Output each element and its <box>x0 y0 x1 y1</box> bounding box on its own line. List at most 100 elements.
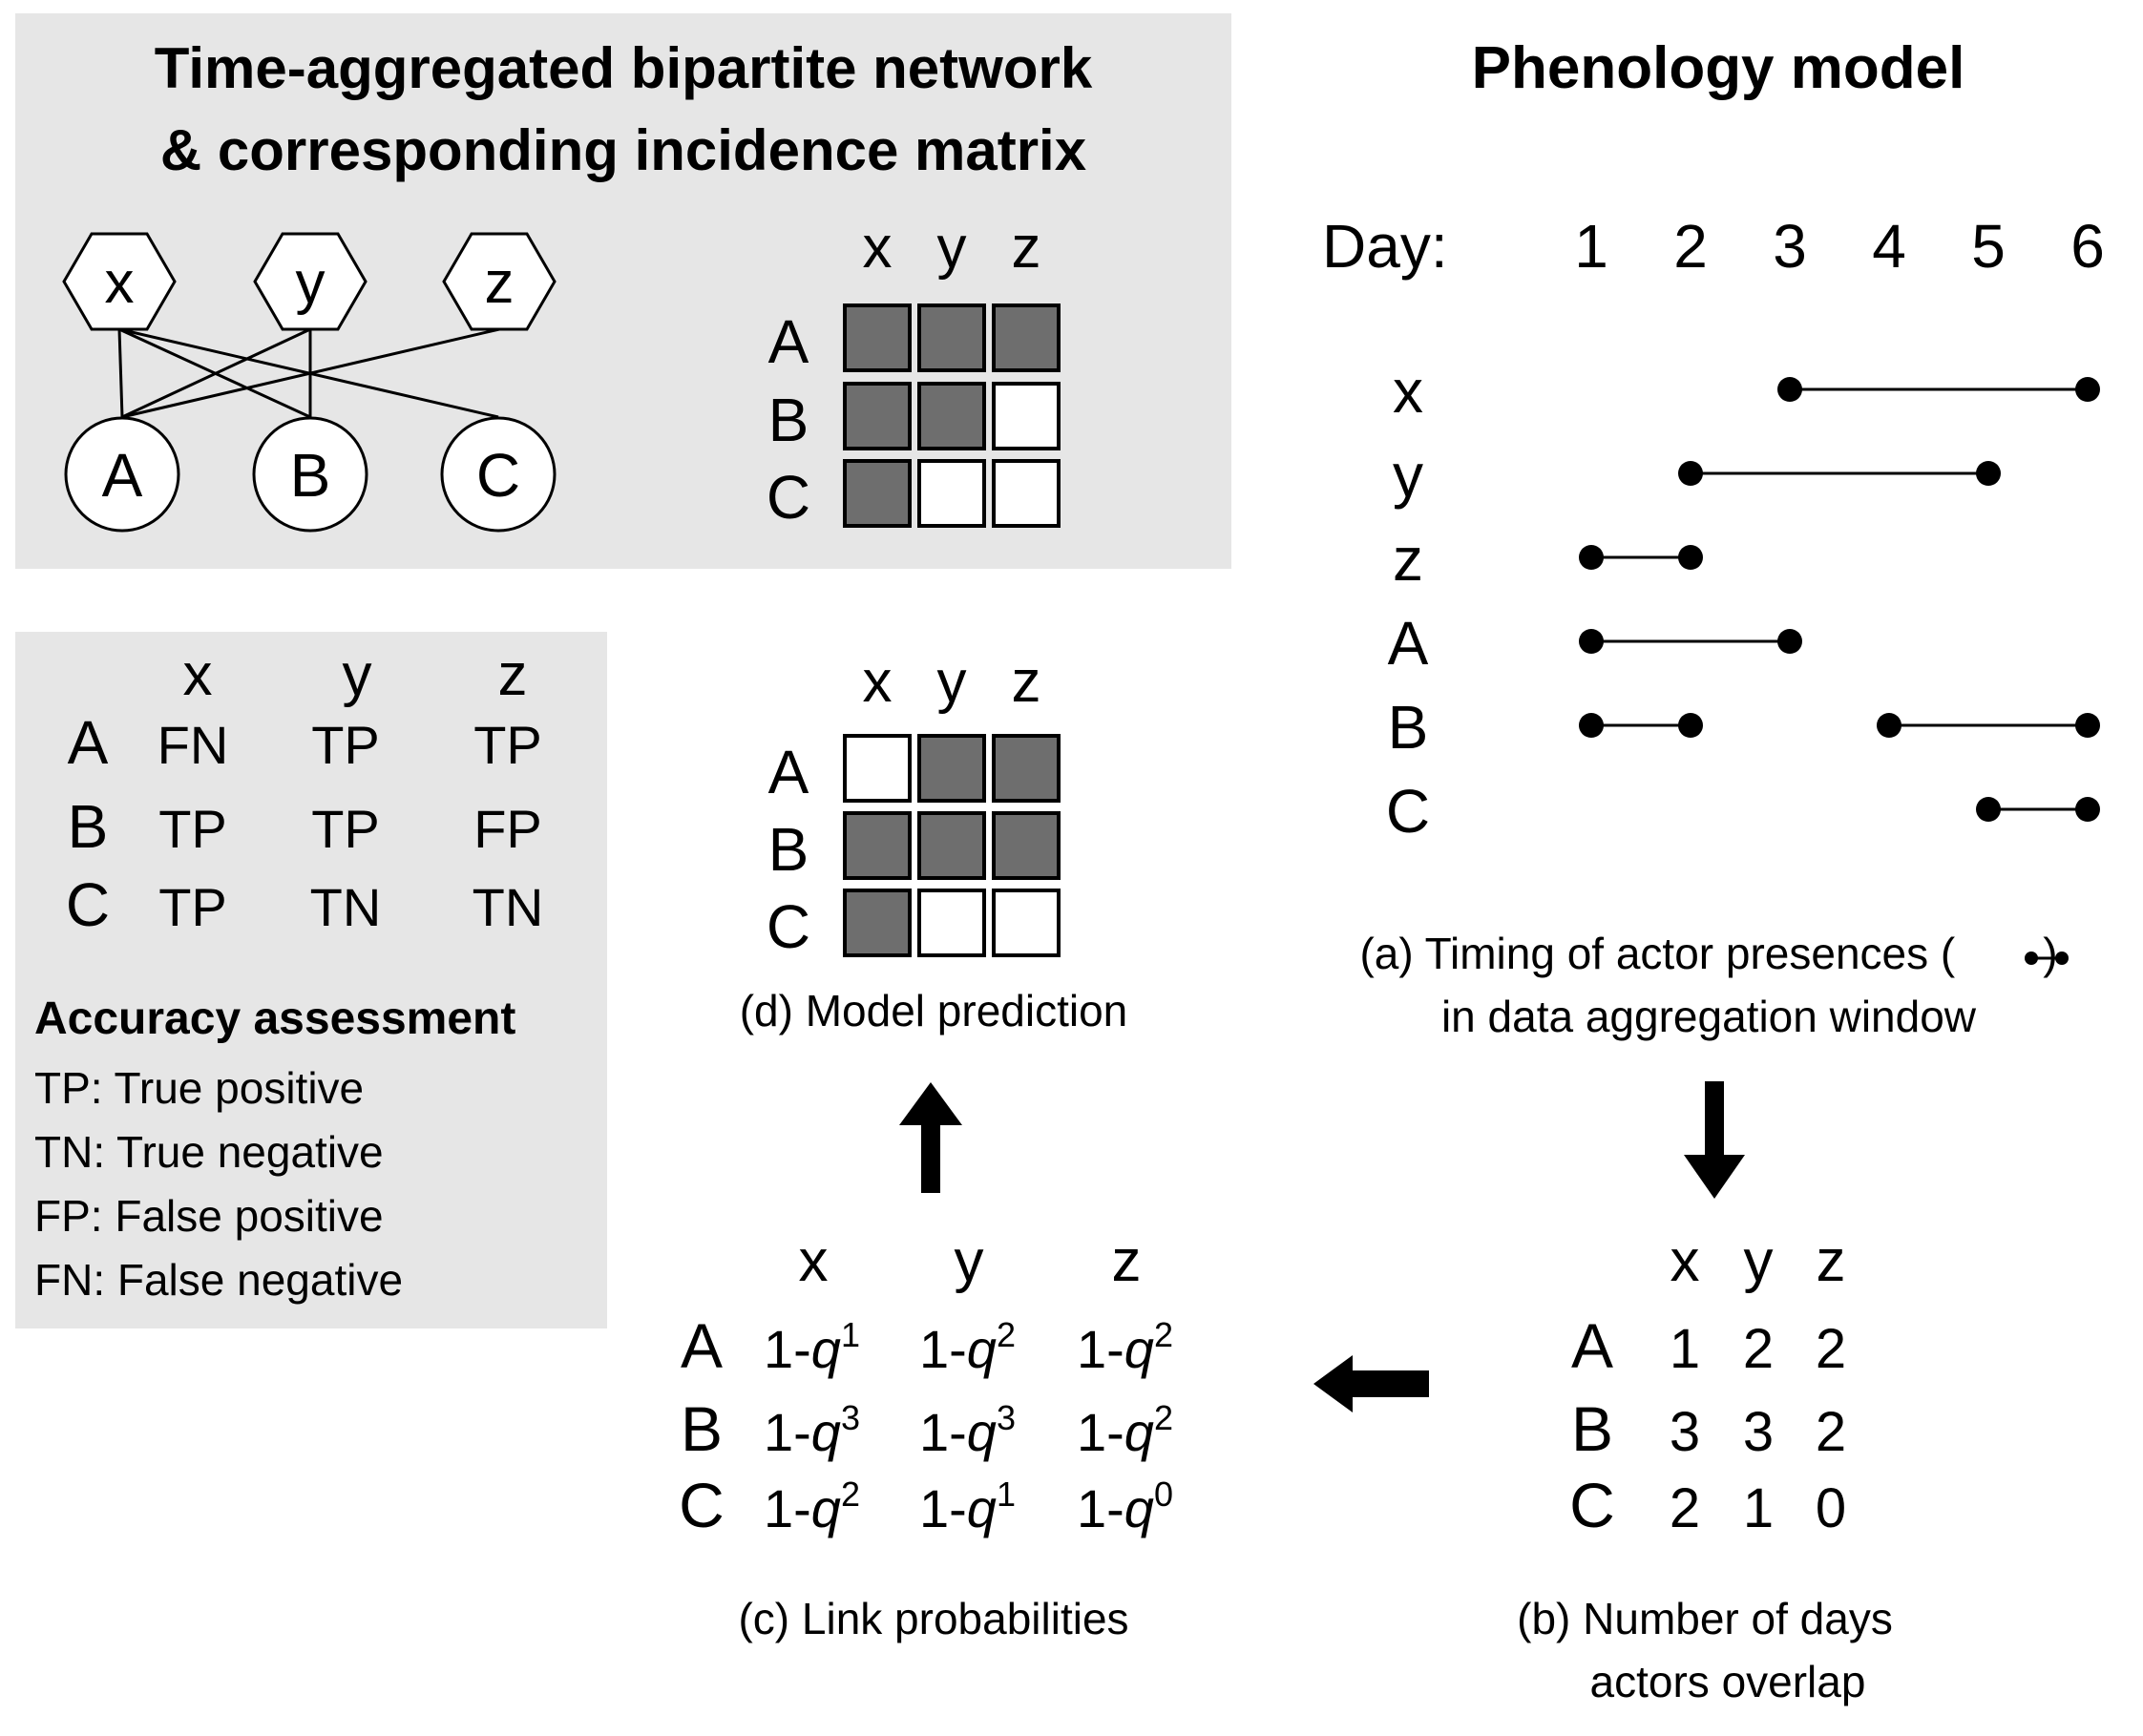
network-node-C-circle <box>440 416 557 533</box>
overlap-col-z: z <box>1817 1228 1846 1294</box>
accuracy-value-Cy: TN <box>310 877 382 937</box>
probability-cell-Bz: 1-q2 <box>1077 1398 1173 1462</box>
prediction-cell-Bx <box>843 811 912 880</box>
accuracy-value-Ax: FN <box>158 715 229 775</box>
probability-exponent: 3 <box>841 1398 860 1437</box>
prediction-cell-Cx <box>843 889 912 957</box>
probability-symbol: q <box>967 1319 997 1379</box>
network-edge <box>117 328 124 418</box>
probability-prefix: 1- <box>764 1402 811 1462</box>
probability-exponent: 3 <box>997 1398 1016 1437</box>
overlap-value-By: 3 <box>1743 1401 1774 1463</box>
probability-exponent: 2 <box>997 1315 1016 1354</box>
accuracy-value-Bx: TP <box>158 799 227 859</box>
timeline-actor-y: y <box>1393 441 1423 510</box>
presence-start-B <box>1877 713 1901 738</box>
probability-symbol: q <box>811 1319 841 1379</box>
presence-end-x <box>2075 377 2100 402</box>
incidence-cell-Bz <box>992 382 1061 450</box>
day-tick-5: 5 <box>1971 212 2006 281</box>
timeline-actor-z: z <box>1393 525 1423 594</box>
up-arrow <box>899 1082 962 1193</box>
timeline-actor-A: A <box>1388 609 1429 678</box>
probability-symbol: q <box>811 1478 841 1538</box>
left-arrow <box>1313 1355 1429 1412</box>
incidence-cell-By <box>917 382 986 450</box>
overlap-value-Ay: 2 <box>1743 1318 1774 1380</box>
probability-cell-Bx: 1-q3 <box>764 1398 860 1462</box>
incidence-col-z: z <box>1012 215 1041 281</box>
presence-end-C <box>2075 797 2100 822</box>
probability-symbol: q <box>1124 1319 1154 1379</box>
probability-prefix: 1- <box>919 1402 967 1462</box>
accuracy-legend-item: FP: False positive <box>34 1191 384 1241</box>
accuracy-row-B: B <box>68 792 109 861</box>
probability-symbol: q <box>811 1402 841 1462</box>
accuracy-value-Az: TP <box>473 715 542 775</box>
probability-cell-Ay: 1-q2 <box>919 1315 1016 1379</box>
prediction-row-A: A <box>768 738 809 806</box>
probability-cell-Az: 1-q2 <box>1077 1315 1173 1379</box>
presence-start-y <box>1678 461 1703 486</box>
network-node-A-label: A <box>102 441 143 510</box>
prediction-col-x: x <box>863 649 893 715</box>
network-node-x-hexagon <box>62 232 177 331</box>
incidence-cell-Cx <box>843 459 912 528</box>
prediction-cell-Bz <box>992 811 1061 880</box>
incidence-cell-Cz <box>992 459 1061 528</box>
day-axis-label: Day: <box>1322 212 1448 281</box>
overlap-caption-line1: (b) Number of days <box>1517 1594 1893 1643</box>
network-node-B-circle <box>252 416 368 533</box>
accuracy-legend-item: TN: True negative <box>34 1127 384 1177</box>
incidence-cell-Ax <box>843 303 912 372</box>
overlap-caption-line2: actors overlap <box>1590 1657 1866 1706</box>
probability-row-B: B <box>681 1393 723 1464</box>
incidence-cell-Cy <box>917 459 986 528</box>
phenology-title: Phenology model <box>1472 35 1965 101</box>
incidence-row-C: C <box>767 463 810 532</box>
incidence-col-y: y <box>937 215 967 281</box>
overlap-value-Cz: 0 <box>1816 1477 1846 1539</box>
network-panel-title-line1: Time-aggregated bipartite network <box>155 36 1093 100</box>
overlap-value-Bz: 2 <box>1816 1401 1846 1463</box>
presence-end-y <box>1976 461 2001 486</box>
accuracy-col-y: y <box>343 642 372 708</box>
accuracy-legend-item: FN: False negative <box>34 1255 403 1305</box>
network-bottom-nodes: A B C <box>64 416 557 533</box>
network-node-z-label: z <box>485 250 515 316</box>
network-node-C-label: C <box>476 441 520 510</box>
incidence-cell-Bx <box>843 382 912 450</box>
prediction-col-y: y <box>937 649 967 715</box>
probability-exponent: 2 <box>1154 1398 1173 1437</box>
prediction-cell-By <box>917 811 986 880</box>
probability-exponent: 2 <box>841 1475 860 1514</box>
network-edge <box>121 327 500 419</box>
accuracy-row-A: A <box>68 708 109 777</box>
probability-prefix: 1- <box>764 1319 811 1379</box>
prediction-caption: (d) Model prediction <box>740 986 1128 1035</box>
overlap-row-C: C <box>1569 1470 1615 1540</box>
presence-start-x <box>1777 377 1802 402</box>
overlap-value-Ax: 1 <box>1670 1318 1700 1380</box>
accuracy-heading: Accuracy assessment <box>34 993 515 1044</box>
probability-cell-Cz: 1-q0 <box>1077 1475 1173 1538</box>
timeline-caption-line2: in data aggregation window <box>1441 992 1977 1041</box>
network-node-z-hexagon <box>442 232 557 331</box>
prediction-cell-Cz <box>992 889 1061 957</box>
probability-exponent: 1 <box>841 1315 860 1354</box>
probability-cell-Ax: 1-q1 <box>764 1315 860 1379</box>
prediction-cell-Ay <box>917 734 986 803</box>
network-node-x-label: x <box>105 250 135 316</box>
accuracy-value-By: TP <box>311 799 380 859</box>
presence-end-z <box>1678 545 1703 570</box>
network-node-B-label: B <box>290 441 331 510</box>
prediction-cell-Cy <box>917 889 986 957</box>
probability-symbol: q <box>1124 1478 1154 1538</box>
accuracy-legend-item: TP: True positive <box>34 1063 364 1113</box>
accuracy-value-Cz: TN <box>473 877 544 937</box>
probability-exponent: 2 <box>1154 1315 1173 1354</box>
